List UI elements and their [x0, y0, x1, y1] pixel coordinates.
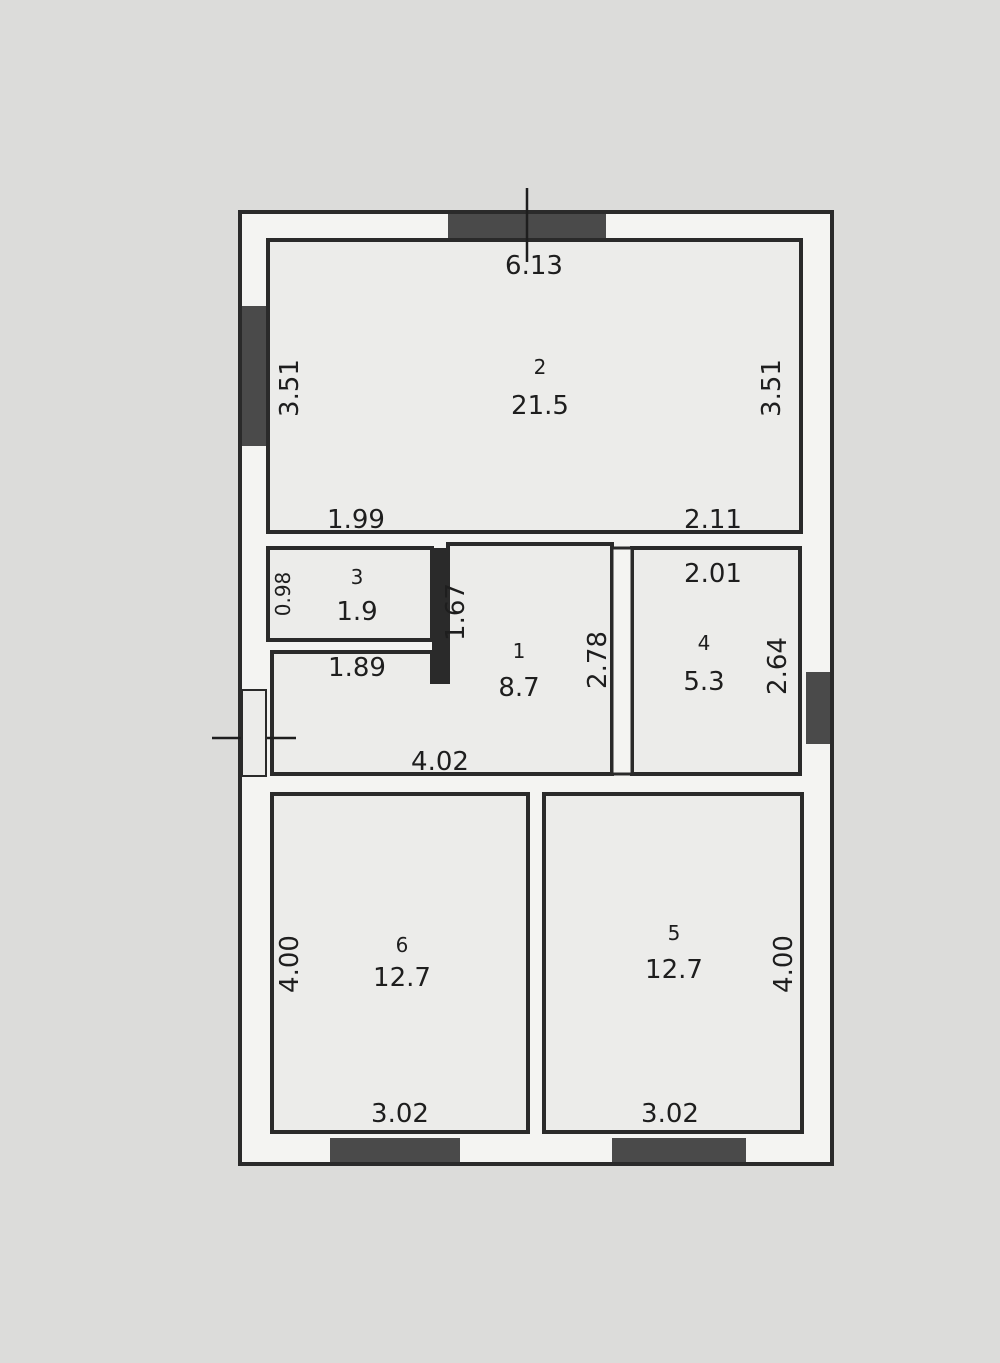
dimension-label: 2.78 [583, 631, 613, 689]
dimension-label: 4.00 [769, 935, 799, 993]
room-2-label: 2 21.5 [511, 355, 569, 421]
outer-wall-outline [238, 210, 834, 1166]
dimension-label: 1.67 [441, 583, 471, 641]
entry-door [241, 689, 267, 777]
window [330, 1138, 460, 1162]
room-4-label: 4 5.3 [683, 631, 724, 697]
dimension-label: 2.01 [684, 559, 742, 589]
window [806, 672, 830, 744]
room-6-label: 6 12.7 [373, 933, 431, 993]
partition-wall [610, 546, 634, 776]
partition-wall [432, 548, 448, 682]
room-area: 12.7 [373, 963, 431, 993]
dimension-label: 2.11 [684, 505, 742, 535]
window [612, 1138, 746, 1162]
room-3-outline [266, 546, 434, 642]
room-number: 4 [698, 631, 711, 655]
room-area: 5.3 [683, 667, 724, 697]
room-5-outline [542, 792, 804, 1134]
room-number: 3 [351, 565, 364, 589]
dimension-label: 1.89 [328, 653, 386, 683]
dimension-label: 4.02 [411, 747, 469, 777]
dimension-label: 1.99 [327, 505, 385, 535]
room-2-outline [266, 238, 803, 534]
room-6-outline [270, 792, 530, 1134]
room-number: 6 [396, 933, 409, 957]
dimension-label: 0.98 [271, 572, 295, 617]
room-number: 2 [534, 355, 547, 379]
dimension-label: 3.51 [275, 359, 305, 417]
dimension-label: 3.02 [641, 1099, 699, 1129]
dimension-label: 6.13 [505, 251, 563, 281]
dimension-label: 2.64 [763, 637, 793, 695]
window [242, 306, 266, 446]
room-3-label: 3 1.9 [336, 565, 377, 627]
room-number: 5 [668, 921, 681, 945]
room-area: 12.7 [645, 955, 703, 985]
room-area: 8.7 [498, 673, 539, 703]
room-number: 1 [513, 639, 526, 663]
room-area: 21.5 [511, 391, 569, 421]
dimension-label: 3.51 [757, 359, 787, 417]
room-area: 1.9 [336, 597, 377, 627]
room-5-label: 5 12.7 [645, 921, 703, 985]
dimension-label: 4.00 [275, 935, 305, 993]
dimension-label: 3.02 [371, 1099, 429, 1129]
room-1-label: 1 8.7 [498, 639, 539, 703]
